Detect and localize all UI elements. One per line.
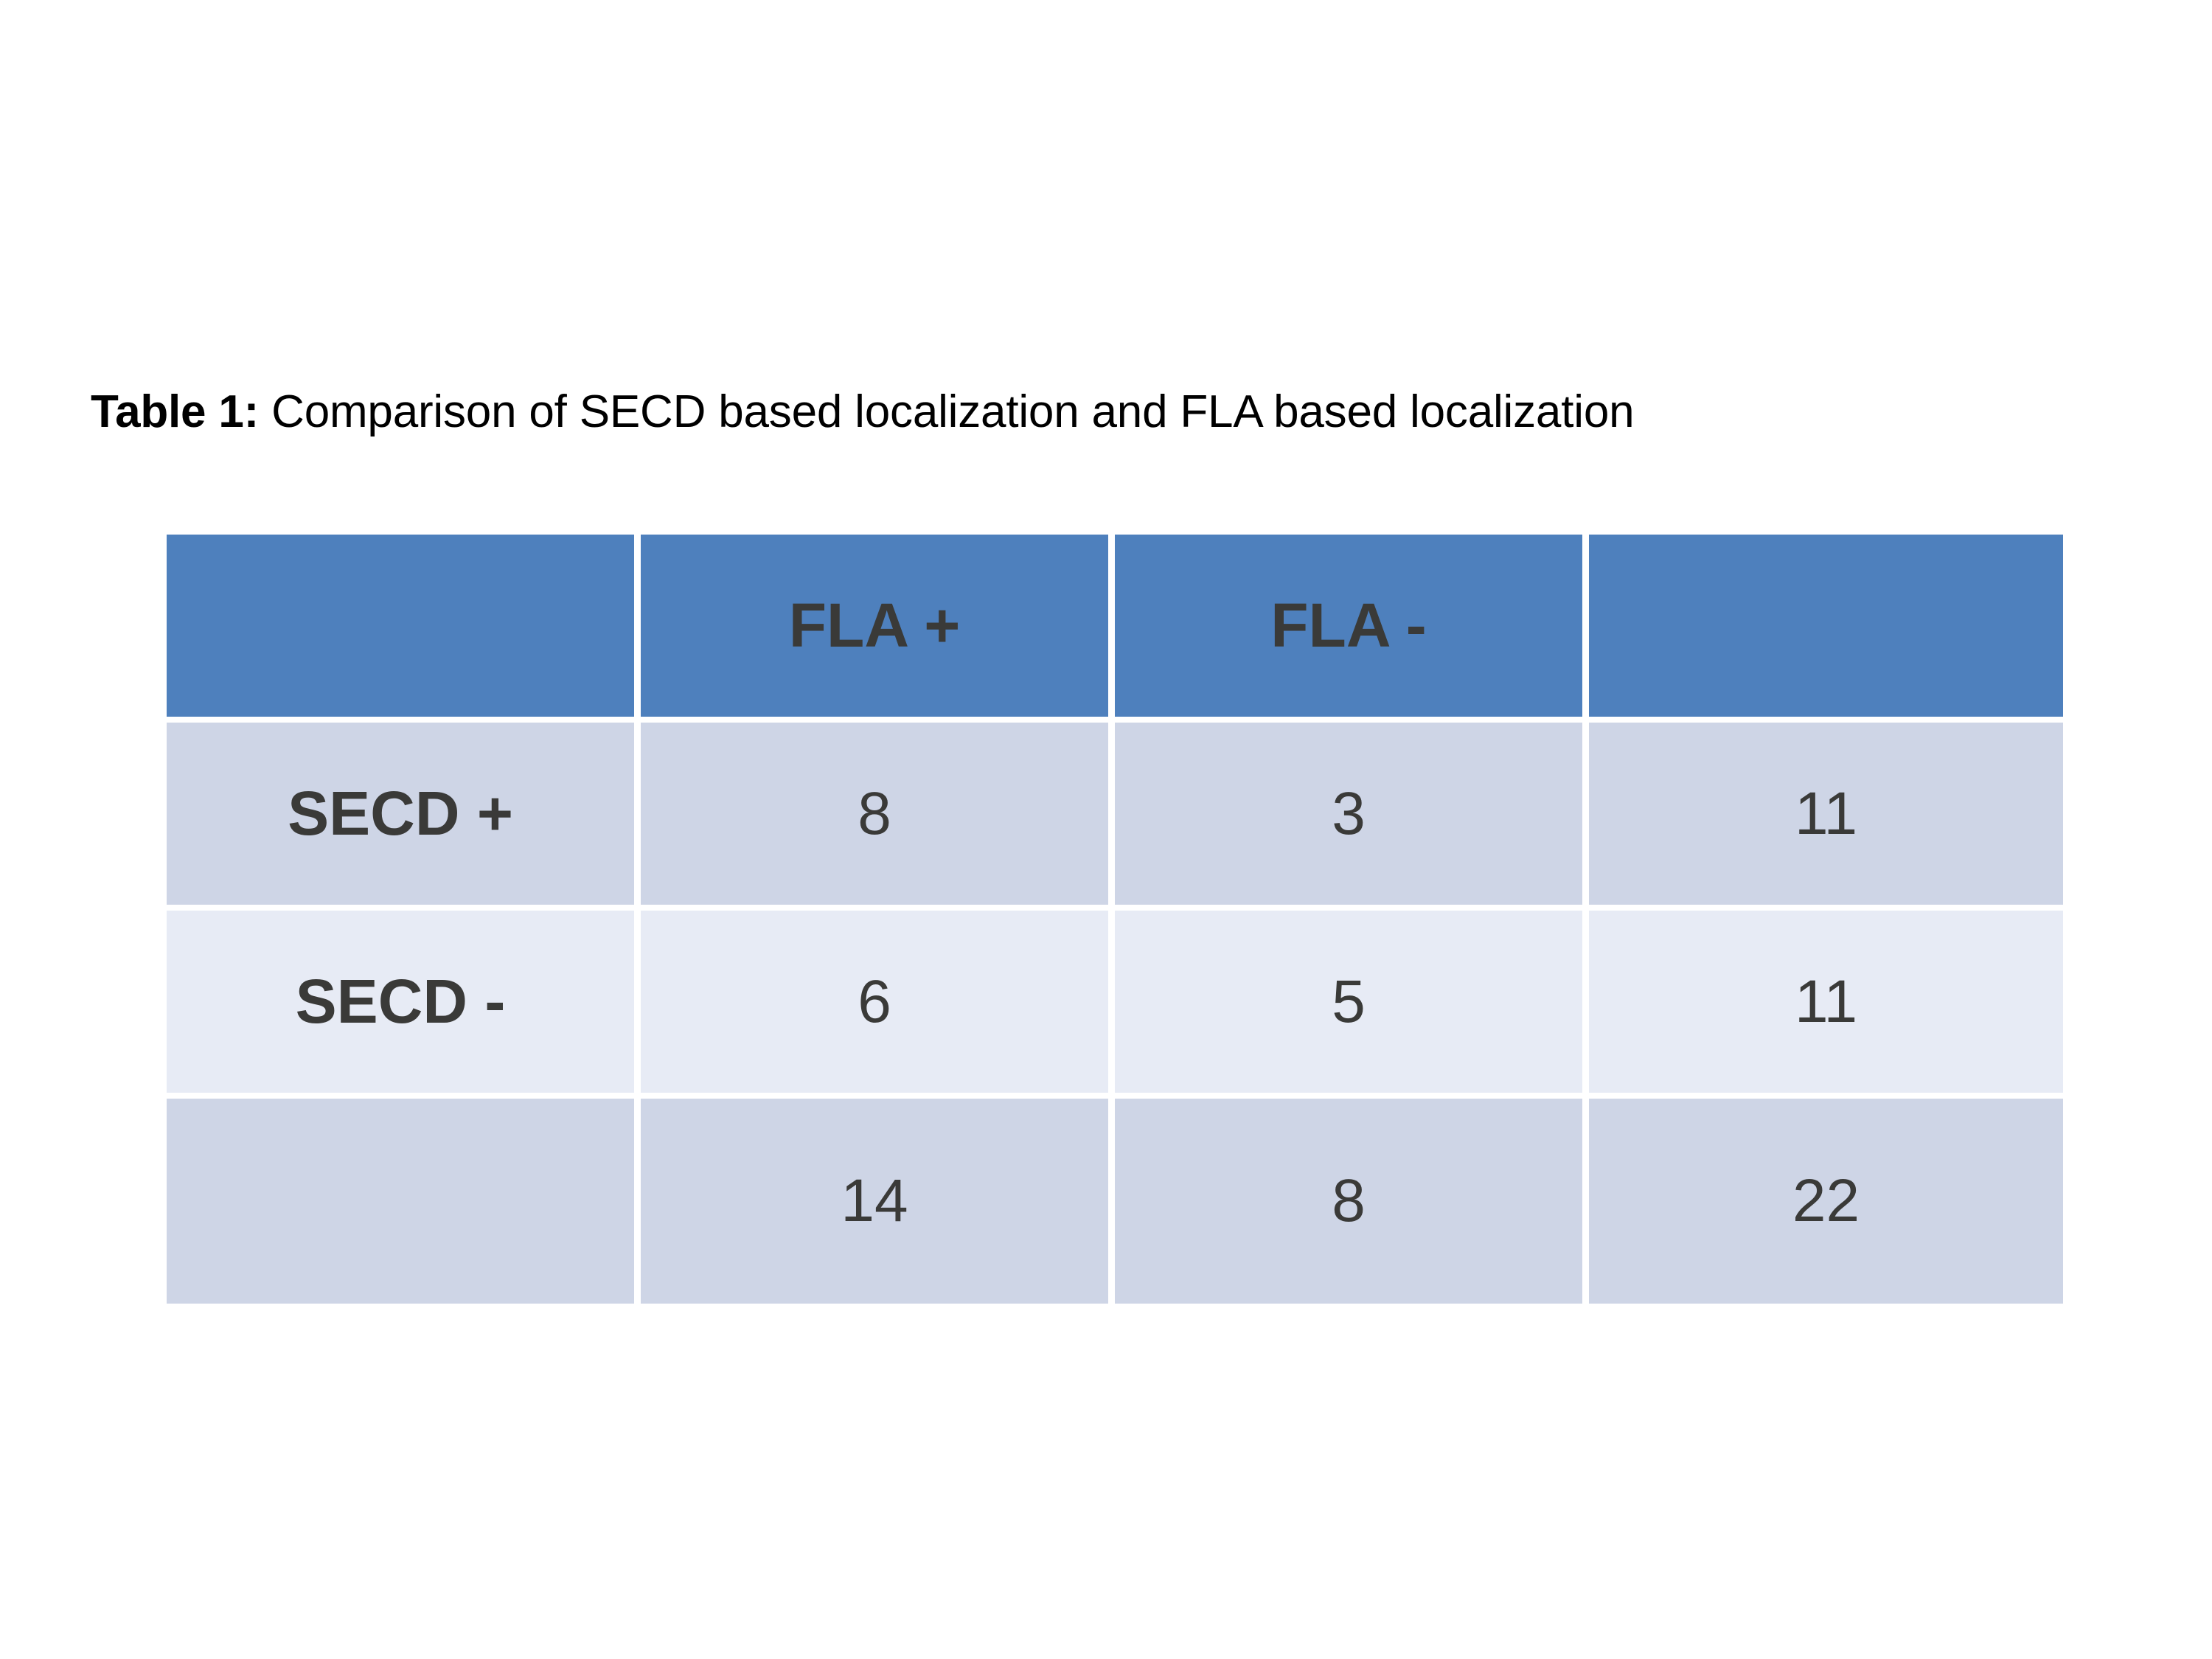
header-cell-fla-plus: FLA + — [641, 535, 1115, 723]
cell-secd-plus-fla-minus: 3 — [1115, 723, 1589, 911]
table-body: SECD + 8 3 11 SECD - 6 5 11 14 8 22 — [167, 723, 2063, 1304]
cell-total-fla-minus: 8 — [1115, 1099, 1589, 1304]
cell-secd-minus-total: 11 — [1589, 911, 2063, 1099]
table-header: FLA + FLA - — [167, 535, 2063, 723]
row-label-secd-plus: SECD + — [167, 723, 641, 911]
cell-secd-minus-fla-minus: 5 — [1115, 911, 1589, 1099]
header-cell-corner — [167, 535, 641, 723]
row-label-secd-minus: SECD - — [167, 911, 641, 1099]
cell-secd-plus-fla-plus: 8 — [641, 723, 1115, 911]
cell-total-fla-plus: 14 — [641, 1099, 1115, 1304]
comparison-table: FLA + FLA - SECD + 8 3 11 SECD - 6 5 11 — [167, 535, 2063, 1304]
row-label-totals — [167, 1099, 641, 1304]
table-row: SECD - 6 5 11 — [167, 911, 2063, 1099]
table-caption-text: Comparison of SECD based localization an… — [259, 386, 1635, 437]
table-row: SECD + 8 3 11 — [167, 723, 2063, 911]
cell-secd-plus-total: 11 — [1589, 723, 2063, 911]
header-cell-fla-minus: FLA - — [1115, 535, 1589, 723]
cell-secd-minus-fla-plus: 6 — [641, 911, 1115, 1099]
header-row: FLA + FLA - — [167, 535, 2063, 723]
table-caption-label: Table 1: — [91, 386, 260, 437]
table-caption: Table 1: Comparison of SECD based locali… — [91, 385, 1635, 439]
header-cell-total — [1589, 535, 2063, 723]
table-row: 14 8 22 — [167, 1099, 2063, 1304]
cell-grand-total: 22 — [1589, 1099, 2063, 1304]
comparison-table-wrapper: FLA + FLA - SECD + 8 3 11 SECD - 6 5 11 — [167, 535, 2063, 1304]
